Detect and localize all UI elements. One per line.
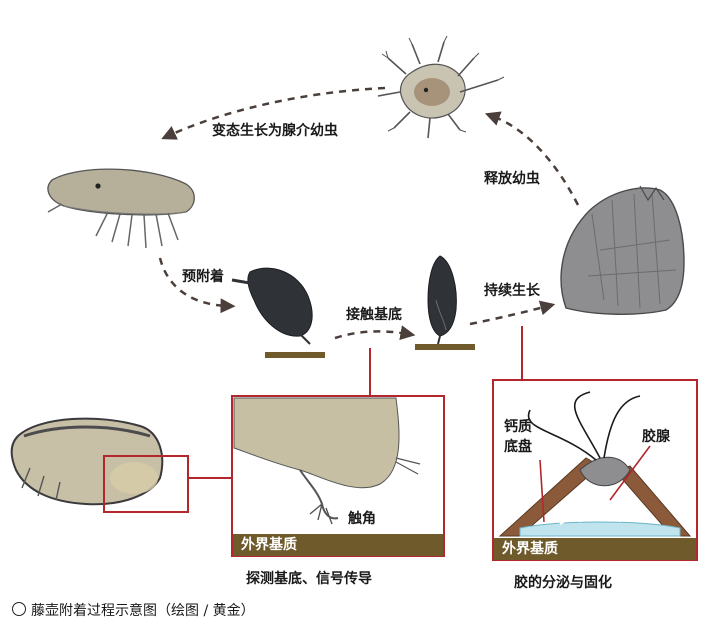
circle-icon xyxy=(12,602,26,616)
leader-calcium xyxy=(539,459,545,523)
right-panel-caption: 胶的分泌与固化 xyxy=(514,575,612,591)
adult-barnacle-illustration xyxy=(560,185,685,315)
zoom-box-small xyxy=(103,455,189,513)
preattach-label: 预附着 xyxy=(182,269,224,285)
antenna-label: 触角 xyxy=(348,511,376,527)
calcium-label-line2: 底盘 xyxy=(504,439,532,455)
substrate-bar-2 xyxy=(415,344,475,350)
substrate-bar-right: 外界基质 xyxy=(494,538,696,560)
contact-cyprid-illustration xyxy=(427,255,457,345)
arrow-to-larva xyxy=(161,86,386,140)
metamorph-label: 变态生长为腺介幼虫 xyxy=(212,123,338,139)
substrate-bar-left: 外界基质 xyxy=(233,534,443,556)
gland-label: 胶腺 xyxy=(642,429,670,445)
preattach-cyprid-illustration xyxy=(231,267,313,345)
glue-secretion-illustration xyxy=(498,391,692,537)
cyprid-larva-illustration xyxy=(47,168,195,249)
antenna-closeup-illustration xyxy=(233,397,421,525)
nauplius-larva-illustration xyxy=(377,35,505,139)
cyprid-body-illustration xyxy=(10,417,164,506)
left-panel-caption: 探测基底、信号传导 xyxy=(246,571,372,587)
arrow-grow xyxy=(469,300,556,326)
substrate-bar-1 xyxy=(265,352,325,358)
grow-label: 持续生长 xyxy=(484,283,540,299)
release-label: 释放幼虫 xyxy=(484,171,540,187)
figure-caption: 藤壶附着过程示意图（绘图 / 黄金） xyxy=(12,602,255,618)
figure-caption-text: 藤壶附着过程示意图（绘图 / 黄金） xyxy=(31,603,255,619)
leader-gland xyxy=(609,445,651,501)
contact-label: 接触基底 xyxy=(346,307,402,323)
calcium-label-line1: 钙质 xyxy=(504,419,532,435)
arrow-contact xyxy=(334,325,416,341)
arrow-release xyxy=(484,111,580,206)
arrow-preattach xyxy=(158,257,236,314)
